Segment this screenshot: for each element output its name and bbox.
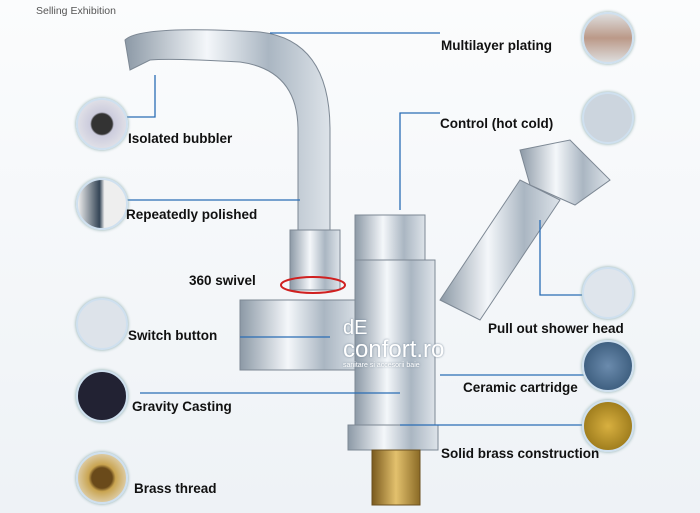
- shower-thumb: [582, 267, 634, 319]
- watermark-logo: dE confort.ro sanitare si accesorii baie: [343, 318, 444, 369]
- watermark-line1: dE: [343, 317, 368, 339]
- plating-thumb: [582, 12, 634, 64]
- control-thumb: [582, 92, 634, 144]
- casting-thumb: [76, 370, 128, 422]
- header-text: Selling Exhibition: [36, 5, 116, 17]
- label-multilayer-plating: Multilayer plating: [441, 38, 553, 53]
- label-gravity-casting: Gravity Casting: [132, 399, 232, 414]
- label-switch-button: Switch button: [128, 328, 218, 343]
- label-ceramic-cartridge: Ceramic cartridge: [463, 380, 578, 395]
- label-pull-out-shower-head: Pull out shower head: [488, 321, 624, 336]
- label-solid-brass: Solid brass construction: [441, 446, 600, 461]
- brass-thumb: [582, 400, 634, 452]
- cartridge-thumb: [582, 340, 634, 392]
- polished-thumb: [76, 178, 128, 230]
- watermark-line3: sanitare si accesorii baie: [343, 362, 420, 369]
- label-repeatedly-polished: Repeatedly polished: [126, 207, 258, 222]
- label-brass-thread: Brass thread: [134, 481, 217, 496]
- thread-thumb: [76, 452, 128, 504]
- label-control: Control (hot cold): [440, 116, 554, 131]
- label-isolated-bubbler: Isolated bubbler: [128, 131, 233, 146]
- switch-thumb: [76, 298, 128, 350]
- bubbler-thumb: [76, 98, 128, 150]
- label-360-swivel: 360 swivel: [189, 273, 256, 288]
- watermark-line2: confort.ro: [343, 336, 445, 363]
